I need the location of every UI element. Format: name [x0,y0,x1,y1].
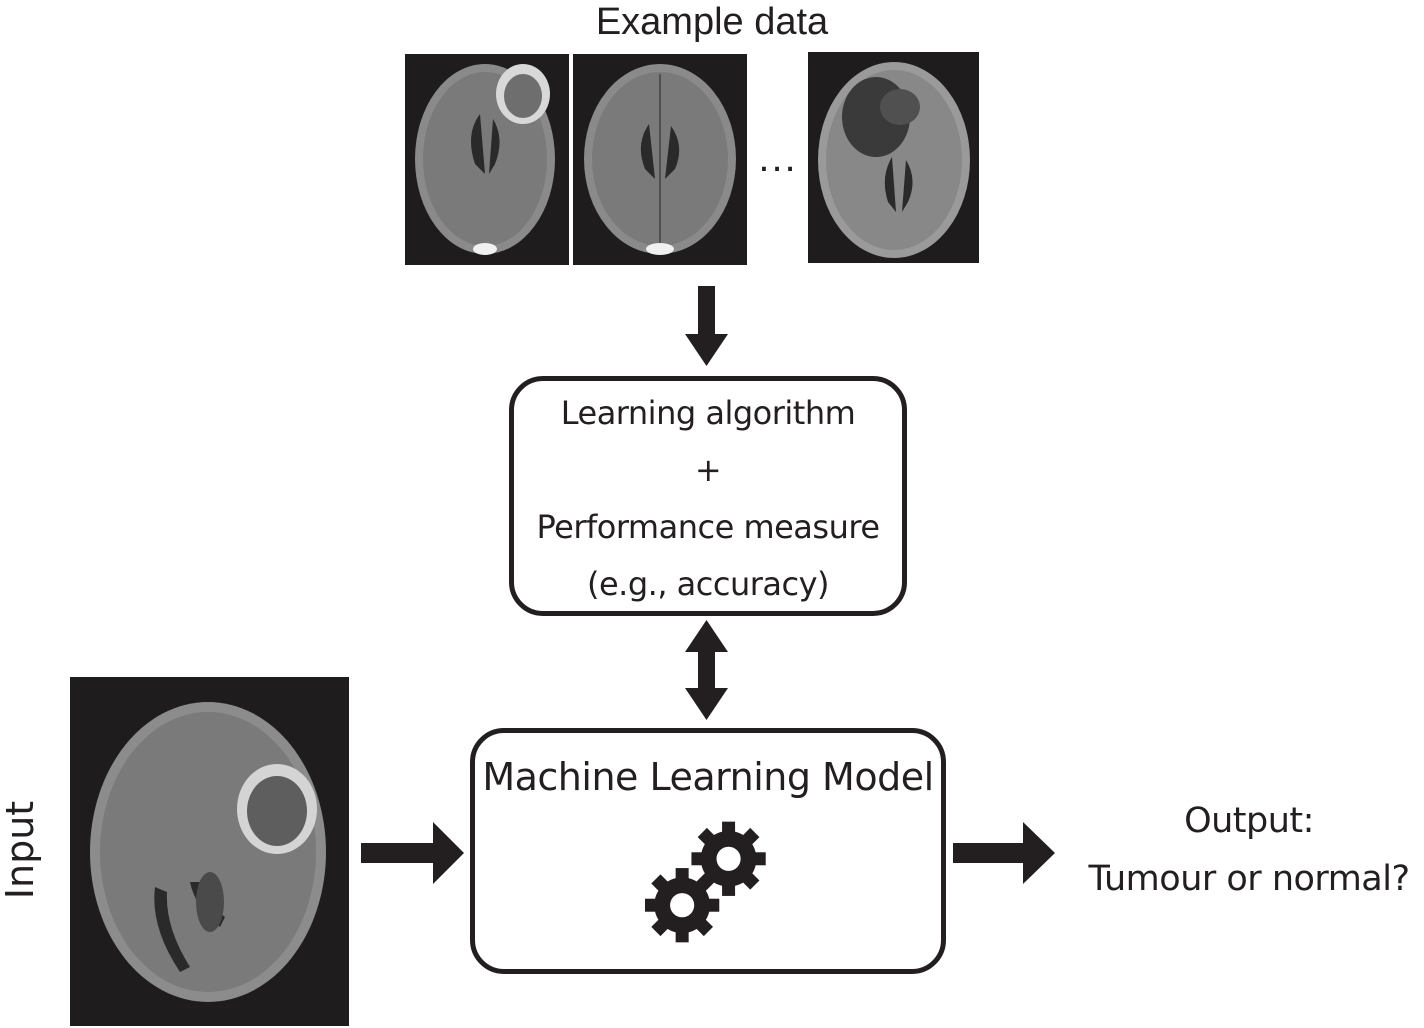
arrow-input-to-model [361,822,464,884]
ellipsis: ... [758,136,798,180]
example-data-title: Example data [595,1,829,43]
arrow-model-to-output [953,822,1055,884]
accuracy-example-label: (e.g., accuracy) [586,565,830,603]
arrow-bidirectional [685,620,728,720]
input-image [70,677,349,1026]
output-text: Output: Tumour or normal? [1074,792,1424,908]
learning-algorithm-label: Learning algorithm [560,394,856,432]
machine-learning-model-box: Machine Learning Model [470,728,946,974]
gears-icon [645,821,766,943]
output-question: Tumour or normal? [1088,859,1410,899]
plus-label: + [694,451,722,489]
performance-measure-label: Performance measure [536,508,880,546]
arrow-down-to-learning [685,286,728,366]
output-label: Output: [1184,801,1314,841]
learning-algorithm-box: Learning algorithm + Performance measure… [509,376,907,616]
example-image-3 [808,52,979,263]
example-image-2 [573,54,747,265]
example-image-1 [405,54,569,265]
model-title: Machine Learning Model [482,755,934,799]
